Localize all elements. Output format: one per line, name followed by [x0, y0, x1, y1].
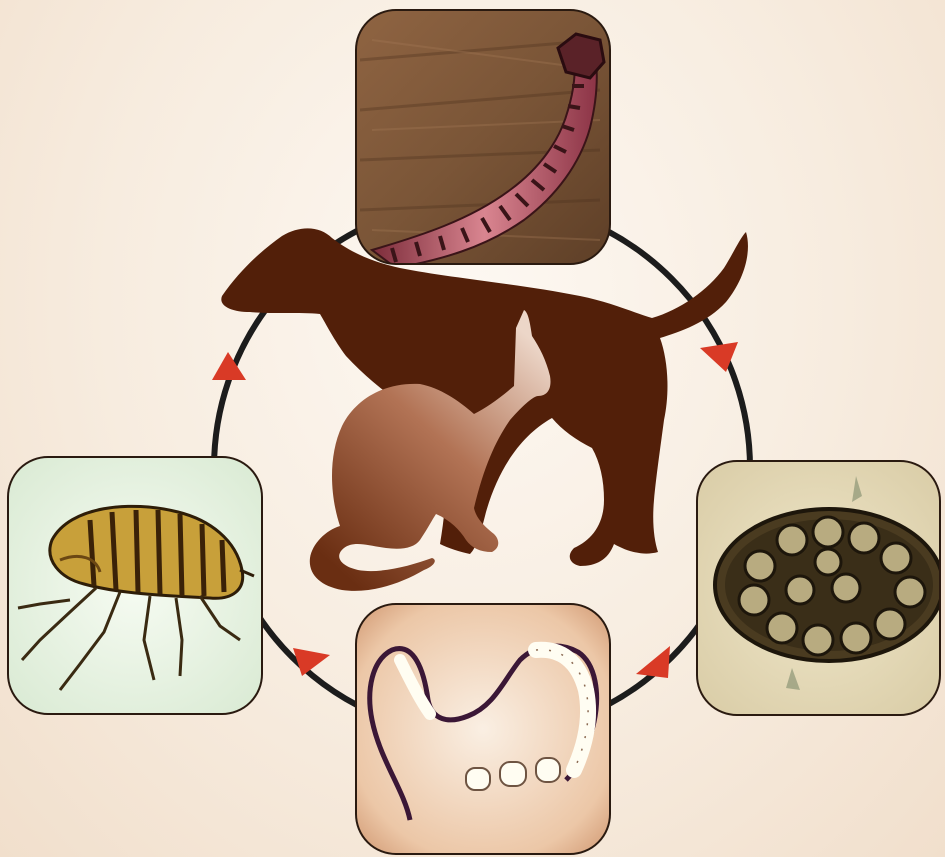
- flea-card: [8, 457, 262, 714]
- egg-packet-icon: [715, 509, 943, 661]
- proglottid-chain-card: [356, 604, 610, 854]
- egg-packet-card: [697, 461, 943, 715]
- cycle-arrow-right-lower: [636, 646, 670, 678]
- tapeworm-scolex-card: [356, 10, 610, 268]
